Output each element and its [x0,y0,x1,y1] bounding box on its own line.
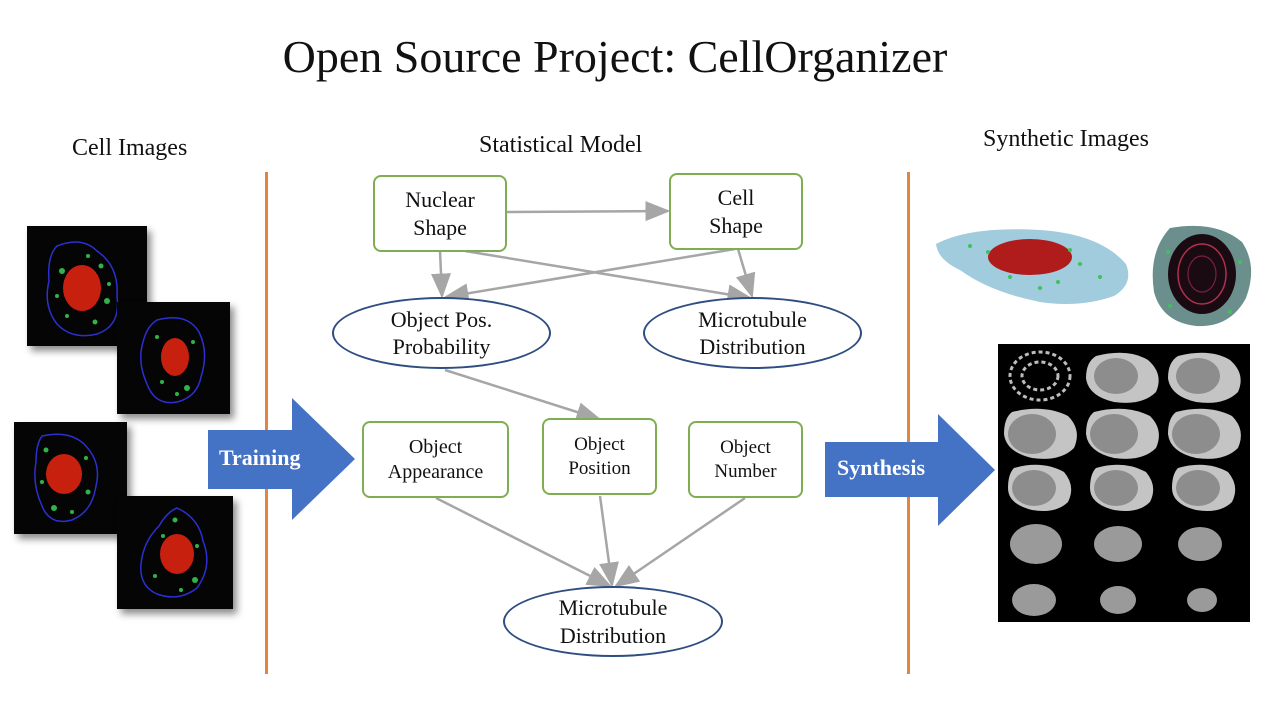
edge-cell-to-objpos [443,247,736,304]
slice-row-3 [1008,464,1236,511]
cell-shape-label: Cell Shape [709,185,763,238]
edge-objpos-to-position [444,368,602,422]
edge-position-to-microtubule [598,495,619,588]
cell-images-label: Cell Images [72,135,188,161]
microtubule-distribution-top-node: Microtubule Distribution [643,297,862,369]
synthetic-3d-cells [936,225,1252,327]
cell-micrograph-1 [46,241,119,337]
object-position-label: Object Position [568,433,631,479]
synthesis-label: Synthesis [837,455,926,480]
edge-number-to-microtubule [613,496,746,588]
cell-image-3 [14,422,127,534]
slice-row-2 [1004,408,1241,459]
cell-micrograph-3 [34,433,99,523]
cell-micrograph-2 [140,317,206,404]
nuclear-shape-node: Nuclear Shape [373,175,507,252]
object-position-node: Object Position [542,418,657,495]
edge-appearance-to-microtubule [435,496,613,588]
microtubule-distribution-bottom-label: Microtubule Distribution [558,595,668,648]
object-number-node: Object Number [688,421,803,498]
object-pos-probability-node: Object Pos. Probability [332,297,551,369]
cell-image-2 [117,302,230,414]
object-appearance-label: Object Appearance [387,435,484,483]
slice-row-5 [1012,584,1217,616]
cell-shape-node: Cell Shape [669,173,803,250]
synthetic-image-grid [998,344,1250,622]
slice-row-1 [1008,350,1241,403]
statistical-model-label: Statistical Model [479,132,643,158]
edge-nuclear-to-microtubule [464,249,753,305]
object-number-label: Object Number [714,436,777,482]
microtubule-distribution-top-label: Microtubule Distribution [698,306,807,360]
cell-image-4 [117,496,233,609]
slide-title: Open Source Project: CellOrganizer [282,31,948,82]
object-pos-probability-label: Object Pos. Probability [390,306,493,360]
object-appearance-node: Object Appearance [362,421,509,498]
cell-micrograph-4 [140,507,208,598]
right-divider [907,172,910,674]
edge-nuclear-to-cell [505,201,671,222]
synthesis-arrow: Synthesis [825,414,995,526]
training-arrow: Training [208,398,355,520]
training-arrow-shape [208,398,355,520]
synthetic-slices [1004,350,1241,616]
training-label: Training [219,445,301,470]
slice-row-4 [1010,524,1222,564]
nuclear-shape-label: Nuclear Shape [405,187,475,240]
microtubule-distribution-bottom-node: Microtubule Distribution [503,586,723,657]
left-divider [265,172,268,674]
synthetic-images-label: Synthetic Images [983,126,1149,152]
edge-cell-to-microtubule [735,248,756,299]
synthesis-arrow-shape [825,414,995,526]
edge-nuclear-to-objpos [431,250,451,299]
